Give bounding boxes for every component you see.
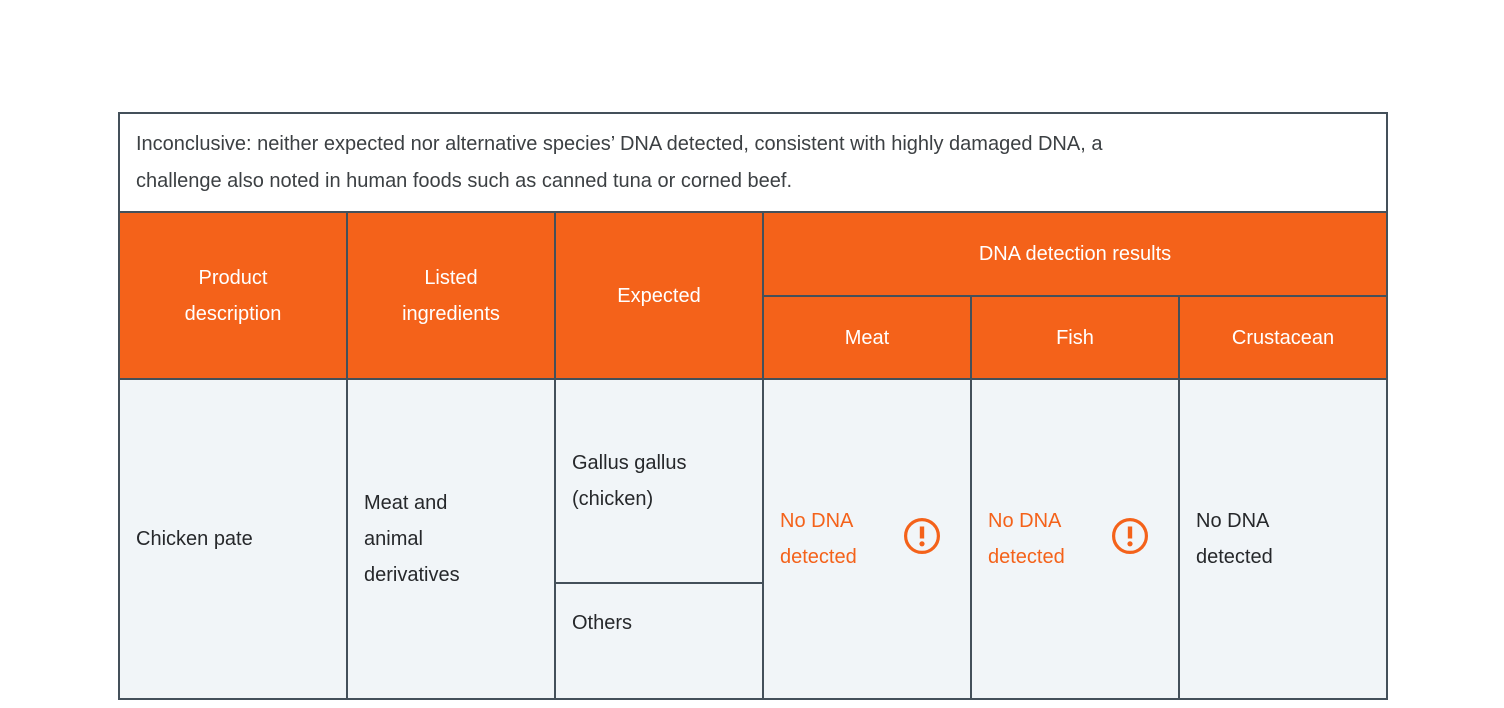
table-row: Chicken pate Meat and animal derivatives… xyxy=(118,378,1389,700)
exclamation-circle-icon xyxy=(1112,518,1148,554)
exclamation-circle-icon xyxy=(904,518,940,554)
col-header-dna-detection-results: DNA detection results xyxy=(761,211,1389,297)
col-header-product-description: Product description xyxy=(118,211,348,380)
cell-product-description: Chicken pate xyxy=(118,378,348,700)
header-row-main: Product description Listed ingredients E… xyxy=(118,211,1389,380)
cell-expected-species: Gallus gallus (chicken) xyxy=(572,452,687,510)
cell-result-crustacean: No DNA detected xyxy=(1177,378,1389,700)
inconclusive-note: Inconclusive: neither expected nor alter… xyxy=(117,112,1389,213)
cell-listed-ingredients: Meat and animal derivatives xyxy=(346,378,556,700)
note-row: Inconclusive: neither expected nor alter… xyxy=(117,112,1389,213)
cell-expected-others: Others xyxy=(556,582,762,662)
meat-result: No DNA detected xyxy=(780,503,954,575)
crustacean-result: No DNA detected xyxy=(1196,503,1370,575)
dna-results-table: Inconclusive: neither expected nor alter… xyxy=(117,112,1389,700)
crustacean-result-text: No DNA detected xyxy=(1196,510,1273,568)
col-header-meat: Meat xyxy=(762,295,972,380)
col-header-fish: Fish xyxy=(970,295,1180,380)
cell-result-meat: No DNA detected xyxy=(762,378,972,700)
fish-result: No DNA detected xyxy=(988,503,1162,575)
fish-result-text: No DNA detected xyxy=(988,510,1065,568)
col-header-expected: Expected xyxy=(554,211,764,380)
cell-result-fish: No DNA detected xyxy=(970,378,1180,700)
cell-expected: Gallus gallus (chicken) Others xyxy=(554,378,764,700)
col-header-listed-ingredients: Listed ingredients xyxy=(346,211,556,380)
col-header-crustacean: Crustacean xyxy=(1177,295,1389,380)
meat-result-text: No DNA detected xyxy=(780,510,857,568)
header-row-sub: Meat Fish Crustacean xyxy=(119,295,1389,380)
